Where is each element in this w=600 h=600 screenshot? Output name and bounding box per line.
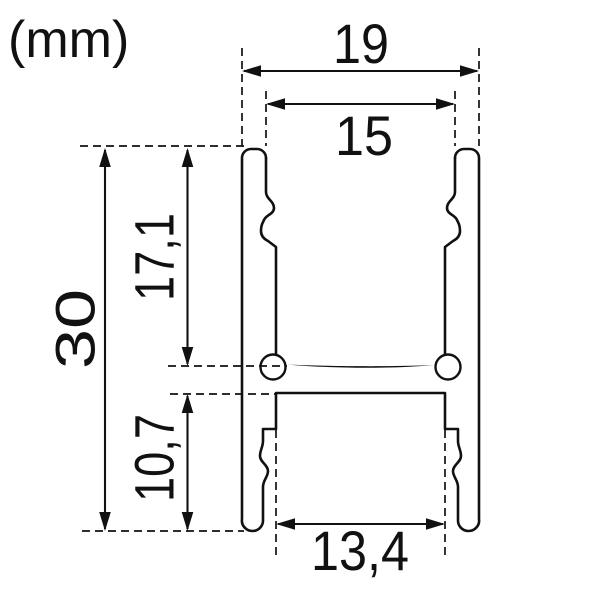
arrowhead-15-left	[266, 98, 285, 110]
led-platform-surface-line	[287, 364, 434, 368]
screw-port-right-circle	[434, 353, 462, 381]
dim-label-base-width: 13,4	[311, 519, 409, 582]
dim-label-overall-height: 30	[44, 289, 107, 369]
profile-inner-wall-left	[259, 156, 278, 357]
arrowhead-19-right	[460, 65, 479, 77]
dim-label-lower-depth: 10,7	[123, 414, 186, 502]
dim-label-overall-width: 19	[333, 12, 389, 75]
arrowhead-30-top	[99, 148, 111, 167]
screw-port-left-circle	[259, 353, 287, 381]
dim-label-upper-depth: 17,1	[123, 213, 186, 301]
profile-inner-wall-right	[443, 156, 462, 357]
arrowhead-107-bottom	[181, 512, 194, 531]
arrowhead-30-bottom	[99, 512, 111, 531]
arrowhead-171-top	[181, 148, 194, 167]
arrowhead-134-right	[426, 518, 445, 530]
unit-label: (mm)	[8, 11, 129, 69]
profile-outer-outline	[240, 147, 481, 533]
arrowhead-15-right	[436, 98, 455, 110]
arrowhead-107-top	[181, 394, 194, 413]
arrowhead-19-left	[242, 65, 261, 77]
dim-label-opening-width: 15	[335, 104, 393, 167]
arrowhead-134-left	[276, 518, 295, 530]
arrowhead-171-bottom	[181, 347, 194, 366]
